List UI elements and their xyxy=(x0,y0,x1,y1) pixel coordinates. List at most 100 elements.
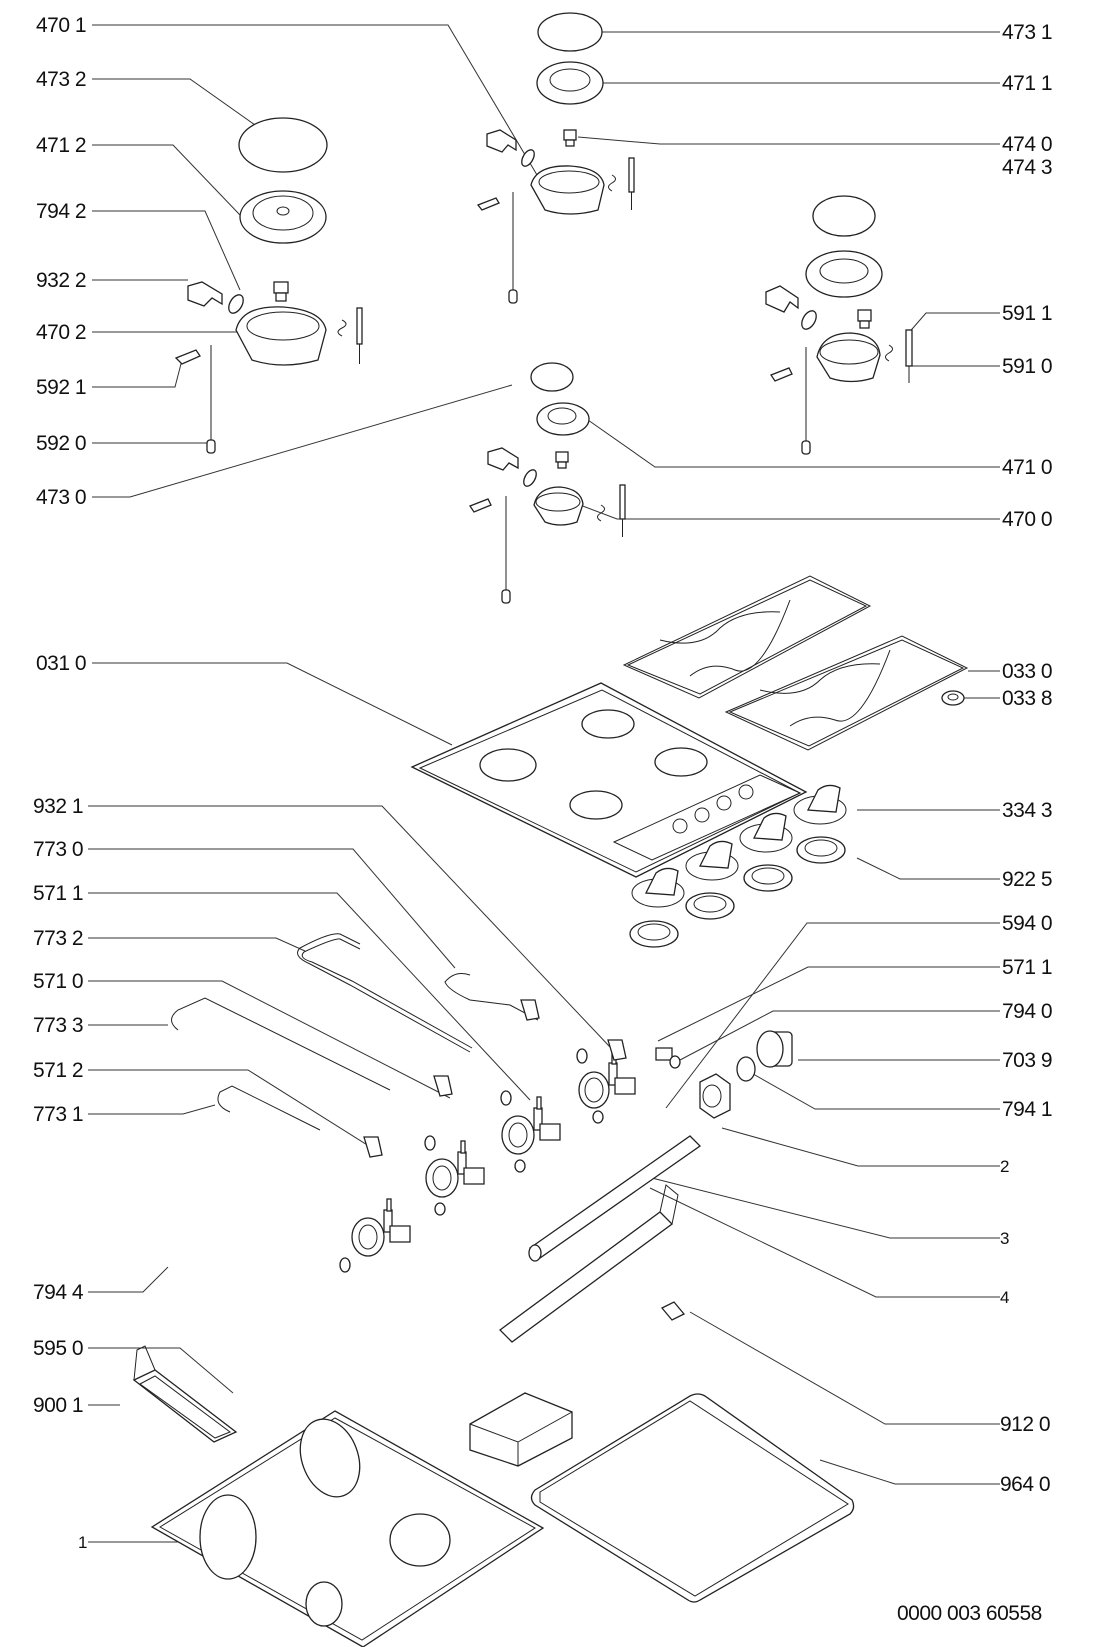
pan-support-1 xyxy=(622,575,872,699)
knob-bezel xyxy=(685,892,735,920)
bracket-900-1 xyxy=(132,1369,238,1443)
burner-assembly-small xyxy=(469,362,626,604)
valve-clip xyxy=(607,1039,627,1061)
label-473-1: 473 1 xyxy=(1002,21,1052,44)
leader-794-4 xyxy=(88,1266,169,1293)
label-773-0: 773 0 xyxy=(33,838,83,861)
leader-571-0 xyxy=(88,980,451,1099)
leader-031-0 xyxy=(92,662,453,746)
knob-bezel xyxy=(629,920,679,948)
leader-591-1 xyxy=(905,312,1000,337)
part-labels-right: 473 1 471 1 474 0 474 3 591 1 591 0 471 … xyxy=(1000,21,1053,1496)
leader-3 xyxy=(639,1174,1000,1239)
thermocouple-clip-left xyxy=(174,349,201,365)
burner-assembly-top xyxy=(476,12,635,304)
nut xyxy=(699,1073,731,1119)
leader-473-0 xyxy=(92,384,513,498)
seal-ring-left xyxy=(228,294,244,314)
burner-cap-large xyxy=(238,117,328,173)
burner-cup-top xyxy=(530,165,605,215)
leader-932-1 xyxy=(88,805,611,1048)
leader-773-1 xyxy=(88,1104,216,1115)
gas-valve-1 xyxy=(578,1051,636,1109)
rubber-foot xyxy=(941,690,965,706)
burner-cup-small xyxy=(533,486,584,526)
control-strip xyxy=(612,774,802,861)
label-473-0: 473 0 xyxy=(36,486,86,509)
label-592-1: 592 1 xyxy=(36,376,86,399)
hob-burner-seat-3 xyxy=(654,747,708,777)
hob-burner-seat-1 xyxy=(581,709,635,739)
base-tray-outline xyxy=(150,1410,545,1647)
knob-hole-2 xyxy=(694,807,710,823)
seal-gasket xyxy=(530,1393,855,1603)
flame-spreader-small xyxy=(536,402,590,436)
ignition-unit xyxy=(469,1392,573,1467)
burner-cap-small xyxy=(530,362,574,392)
leader-474-0 xyxy=(577,136,1000,145)
label-2: 2 xyxy=(1000,1157,1009,1176)
leader-922-5 xyxy=(856,857,1000,880)
label-922-5: 922 5 xyxy=(1002,868,1052,891)
hob-burner-seat-4 xyxy=(569,790,623,820)
leader-595-0 xyxy=(88,1347,234,1394)
control-knob xyxy=(793,784,847,825)
knob-bezel xyxy=(743,864,793,892)
leader-470-1 xyxy=(92,24,541,181)
pan-supports xyxy=(622,575,969,751)
leader-470-0 xyxy=(579,504,1000,520)
burner-assembly-right xyxy=(765,195,913,455)
valve-clip xyxy=(520,999,540,1021)
injector-large xyxy=(273,281,289,302)
leader-lines xyxy=(88,24,1000,1543)
label-471-2: 471 2 xyxy=(36,134,86,157)
label-571-0: 571 0 xyxy=(33,970,83,993)
label-571-1-left: 571 1 xyxy=(33,882,83,905)
label-473-2: 473 2 xyxy=(36,68,86,91)
ignition-and-bracket xyxy=(132,1345,573,1467)
label-794-0: 794 0 xyxy=(1002,1000,1052,1023)
hob-top-panel xyxy=(410,682,808,878)
seal-ring xyxy=(592,1110,604,1124)
drawing-number: 0000 003 60558 xyxy=(897,1602,1042,1625)
label-794-4: 794 4 xyxy=(33,1281,84,1304)
leader-594-0 xyxy=(665,922,1000,1109)
label-773-1: 773 1 xyxy=(33,1103,83,1126)
seal-ring xyxy=(514,1159,526,1173)
gas-pipe-773-1 xyxy=(217,1085,321,1131)
leader-592-1 xyxy=(92,359,183,388)
inlet-fittings xyxy=(499,1030,793,1343)
seal-ring xyxy=(576,1048,588,1064)
label-1: 1 xyxy=(78,1533,87,1552)
label-033-8: 033 8 xyxy=(1002,687,1052,710)
seal-ring xyxy=(500,1090,512,1106)
tray-burner-seat-2 xyxy=(299,1418,361,1498)
pan-support-2 xyxy=(724,635,969,751)
clip-left xyxy=(187,281,223,307)
base-tray xyxy=(150,1410,545,1647)
injector-top xyxy=(563,129,577,147)
leader-964-0 xyxy=(819,1459,1000,1485)
label-932-2: 932 2 xyxy=(36,269,86,292)
label-912-0: 912 0 xyxy=(1000,1413,1050,1436)
label-773-3: 773 3 xyxy=(33,1014,83,1037)
label-033-0: 033 0 xyxy=(1002,660,1052,683)
label-470-0: 470 0 xyxy=(1002,508,1052,531)
label-471-0: 471 0 xyxy=(1002,456,1052,479)
spark-plug-right xyxy=(905,329,913,367)
label-595-0: 595 0 xyxy=(33,1337,83,1360)
valve-clip xyxy=(655,1047,673,1061)
valve-clip xyxy=(433,1075,453,1097)
flame-spreader-top xyxy=(536,61,604,105)
control-knob xyxy=(685,840,739,881)
label-571-2: 571 2 xyxy=(33,1059,83,1082)
burner-cup-left xyxy=(235,306,327,366)
seal-ring xyxy=(669,1055,681,1069)
label-594-0: 594 0 xyxy=(1002,912,1052,935)
label-591-1: 591 1 xyxy=(1002,302,1052,325)
gas-pipes xyxy=(171,933,539,1131)
screw xyxy=(660,1301,686,1321)
gas-pipe-773-0 xyxy=(444,973,539,1021)
leader-571-1l xyxy=(88,892,531,1101)
